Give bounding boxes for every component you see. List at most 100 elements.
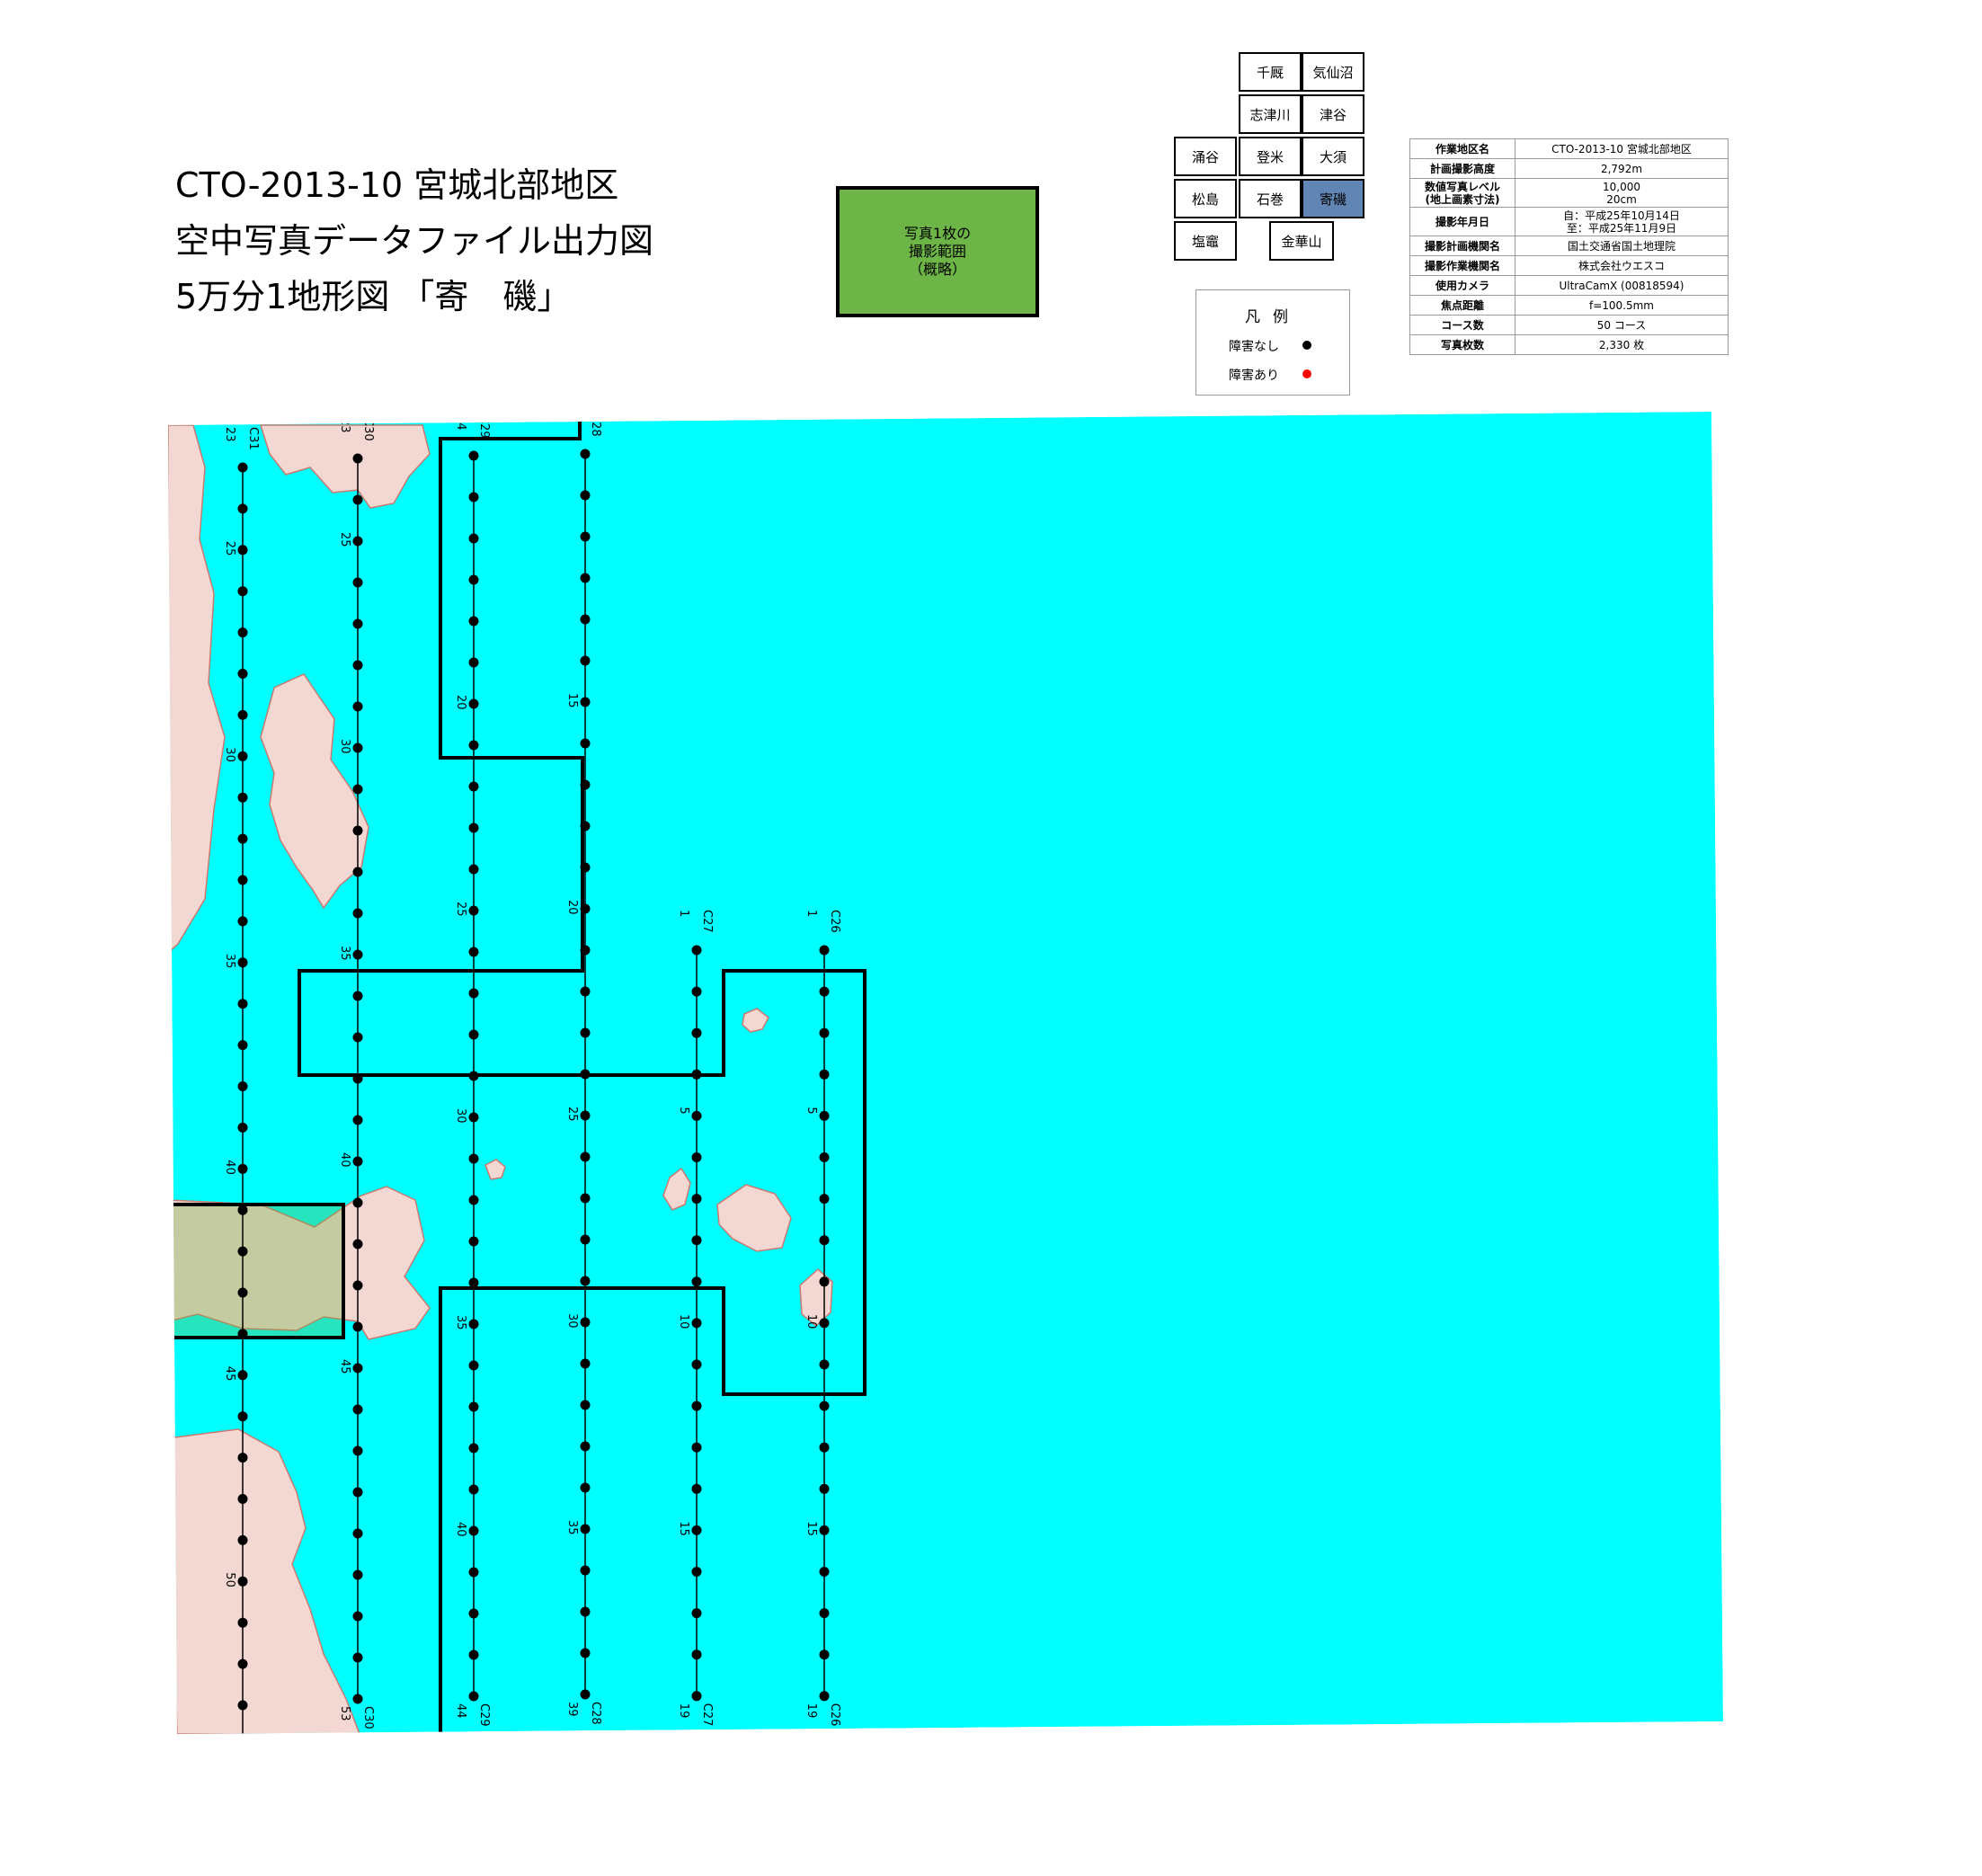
exposure-point[interactable] [691,1608,702,1619]
exposure-point[interactable] [468,1153,479,1164]
exposure-point[interactable] [237,1494,248,1504]
exposure-point[interactable] [352,1280,363,1291]
exposure-point[interactable] [580,1441,591,1452]
exposure-point[interactable] [468,1277,479,1288]
exposure-point[interactable] [691,1318,702,1329]
exposure-point[interactable] [468,1195,479,1205]
exposure-point[interactable] [468,1236,479,1247]
exposure-point[interactable] [580,1358,591,1369]
exposure-point[interactable] [580,1648,591,1658]
exposure-point[interactable] [352,825,363,836]
exposure-point[interactable] [237,833,248,844]
exposure-point[interactable] [237,545,248,556]
exposure-point[interactable] [468,1360,479,1371]
exposure-point[interactable] [468,492,479,502]
exposure-point[interactable] [580,1110,591,1121]
exposure-point[interactable] [352,494,363,505]
exposure-point[interactable] [819,1691,830,1702]
exposure-point[interactable] [691,1276,702,1287]
exposure-point[interactable] [468,1608,479,1619]
exposure-point[interactable] [580,945,591,956]
exposure-point[interactable] [237,1122,248,1133]
exposure-point[interactable] [580,1565,591,1576]
exposure-point[interactable] [819,1110,830,1121]
exposure-point[interactable] [691,1069,702,1080]
exposure-point[interactable] [691,1567,702,1577]
exposure-point[interactable] [580,573,591,583]
exposure-point[interactable] [237,1453,248,1463]
exposure-point[interactable] [237,1658,248,1669]
exposure-point[interactable] [691,1235,702,1246]
exposure-point[interactable] [580,614,591,625]
exposure-point[interactable] [819,1483,830,1494]
exposure-point[interactable] [580,1151,591,1162]
exposure-point[interactable] [237,709,248,720]
exposure-point[interactable] [468,450,479,461]
exposure-point[interactable] [352,577,363,588]
exposure-point[interactable] [468,988,479,999]
index-cell-wakuya[interactable]: 涌谷 [1174,137,1237,176]
exposure-point[interactable] [352,1156,363,1167]
exposure-point[interactable] [237,1617,248,1628]
index-cell-kesennuma[interactable]: 気仙沼 [1302,52,1364,92]
exposure-point[interactable] [352,867,363,877]
exposure-point[interactable] [237,1700,248,1711]
exposure-point[interactable] [237,1205,248,1215]
exposure-point[interactable] [237,627,248,638]
index-cell-shiogama[interactable]: 塩竈 [1174,221,1237,261]
exposure-point[interactable] [580,779,591,790]
exposure-point[interactable] [468,1319,479,1329]
exposure-point[interactable] [819,1235,830,1246]
exposure-point[interactable] [352,1115,363,1125]
exposure-point[interactable] [468,1525,479,1536]
index-cell-tome[interactable]: 登米 [1239,137,1302,176]
exposure-point[interactable] [237,1081,248,1091]
exposure-point[interactable] [238,1741,248,1751]
exposure-point[interactable] [819,986,830,997]
exposure-point[interactable] [352,908,363,919]
exposure-point[interactable] [468,1112,479,1123]
exposure-point[interactable] [468,822,479,833]
exposure-point[interactable] [691,1442,702,1453]
exposure-point[interactable] [237,957,248,968]
exposure-point[interactable] [237,1411,248,1422]
exposure-point[interactable] [237,1287,248,1298]
exposure-point[interactable] [237,503,248,514]
index-cell-shizugawa[interactable]: 志津川 [1239,94,1302,134]
exposure-point[interactable] [237,1534,248,1545]
exposure-point[interactable] [819,945,830,956]
exposure-point[interactable] [468,1029,479,1040]
exposure-point[interactable] [468,1443,479,1454]
exposure-point[interactable] [468,947,479,957]
exposure-point[interactable] [237,1163,248,1174]
exposure-point[interactable] [237,1329,248,1339]
exposure-point[interactable] [468,1484,479,1495]
exposure-point[interactable] [691,986,702,997]
exposure-point[interactable] [819,1608,830,1619]
exposure-point[interactable] [352,742,363,753]
exposure-point[interactable] [352,1445,363,1456]
exposure-point[interactable] [580,903,591,914]
exposure-point[interactable] [580,821,591,831]
exposure-point[interactable] [691,1649,702,1660]
exposure-point[interactable] [237,792,248,803]
exposure-point[interactable] [691,1525,702,1535]
exposure-point[interactable] [819,1567,830,1577]
exposure-point[interactable] [352,1321,363,1332]
exposure-point[interactable] [819,1194,830,1205]
exposure-point[interactable] [352,453,363,464]
exposure-point[interactable] [468,905,479,916]
exposure-point[interactable] [691,1400,702,1411]
exposure-point[interactable] [580,531,591,542]
exposure-point[interactable] [819,1442,830,1453]
exposure-point[interactable] [352,618,363,629]
exposure-point[interactable] [580,490,591,501]
exposure-point[interactable] [237,586,248,597]
exposure-point[interactable] [819,1400,830,1411]
exposure-point[interactable] [352,1611,363,1622]
exposure-point[interactable] [237,669,248,679]
index-cell-osu[interactable]: 大須 [1302,137,1364,176]
exposure-point[interactable] [237,462,248,473]
exposure-point[interactable] [468,781,479,792]
exposure-point[interactable] [580,449,591,459]
